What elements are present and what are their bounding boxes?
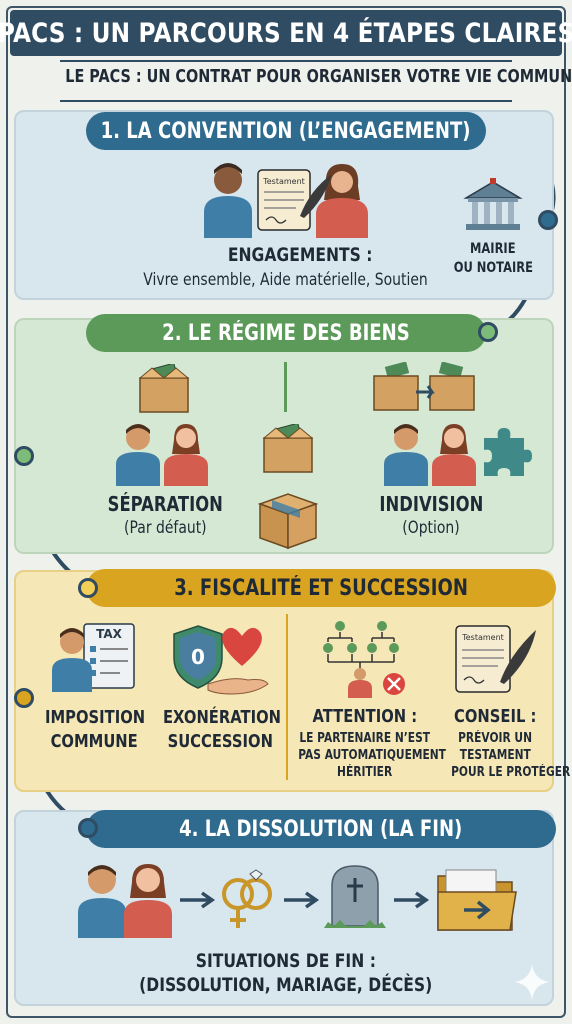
separation-note: (Par défaut) [90,518,240,538]
money-box-icon-center [262,424,314,473]
testament-label: Testament [461,633,504,642]
conseil-line2: TESTAMENT [459,748,531,763]
fin-list-text: (DISSOLUTION, MARIAGE, DÉCÈS) [139,974,433,996]
timeline-dot-3 [14,446,34,466]
step4-heading: 4. LA DISSOLUTION (LA FIN) [86,810,556,848]
step4-heading-text: 4. LA DISSOLUTION (LA FIN) [179,816,463,842]
timeline-dot-1 [538,210,558,230]
couple-signing-icon: Testament [204,163,368,238]
attention-line1: LE PARTENAIRE N’EST [299,731,431,746]
step3-heading: 3. FISCALITÉ ET SUCCESSION [86,569,556,607]
imposition-line2: COMMUNE [50,731,138,752]
testament-scroll-icon: Testament [455,625,536,693]
timeline-dot-2 [478,322,498,342]
couple-icon-dissolution [78,864,172,938]
shield-label: 0 [191,645,205,669]
family-tree-icon [323,621,405,698]
town-hall-icon [463,178,523,230]
page-frame [6,6,566,1018]
transfer-boxes-icon [373,362,475,411]
couple-icon-separation [116,424,208,486]
tax-form-label: TAX [96,627,123,641]
couple-icon-indivision [384,424,476,486]
separation-note-text: (Par défaut) [123,518,207,538]
subtitle-text: LE PACS : UN CONTRAT POUR ORGANISER VOTR… [65,66,572,87]
step1-heading: 1. LA CONVENTION (L’ENGAGEMENT) [86,112,486,150]
imposition-line1: IMPOSITION [44,707,146,728]
indivision-note: (Option) [356,518,506,538]
fin-list: (DISSOLUTION, MARIAGE, DÉCÈS) [60,974,512,996]
exoneration-line1: EXONÉRATION [162,707,281,728]
step2-heading-text: 2. LE RÉGIME DES BIENS [162,320,410,346]
fin-title: SITUATIONS DE FIN : [100,950,472,972]
step2-heading: 2. LE RÉGIME DES BIENS [86,314,486,352]
archive-folder-icon [437,869,517,931]
money-box-icon [138,364,190,413]
imposition-label: IMPOSITION COMMUNE [34,706,154,754]
section3-divider [286,614,288,780]
timeline-dot-6 [78,818,98,838]
wedding-rings-icon [222,869,272,928]
page-subtitle: LE PACS : UN CONTRAT POUR ORGANISER VOTR… [0,66,572,87]
timeline-dot-4 [78,578,98,598]
separation-title-text: SÉPARATION [107,492,223,516]
arrow-icon-2 [284,891,320,909]
step3-heading-text: 3. FISCALITÉ ET SUCCESSION [174,575,468,601]
page-title: PACS : UN PARCOURS EN 4 ÉTAPES CLAIRES [0,17,572,49]
shield-heart-icon: 0 [173,625,269,695]
title-banner: PACS : UN PARCOURS EN 4 ÉTAPES CLAIRES [0,10,572,56]
sealed-box-icon [257,493,319,550]
conseil-title: CONSEIL : [440,706,550,727]
fin-title-text: SITUATIONS DE FIN : [195,950,377,972]
engagements-title-text: ENGAGEMENTS : [227,244,373,266]
indivision-title-text: INDIVISION [379,492,483,516]
indivision-note-text: (Option) [402,518,460,538]
attention-title-text: ATTENTION : [312,706,418,727]
section2-divider [284,362,287,412]
subtitle-rule-bottom [60,100,512,102]
tax-form-icon: TAX [52,623,135,692]
separation-title: SÉPARATION [90,492,240,516]
conseil-line1: PRÉVOIR UN [458,731,532,746]
subtitle-rule-top [60,60,512,62]
engagements-title: ENGAGEMENTS : [180,244,420,266]
sparkle-icon [514,964,550,1000]
puzzle-piece-icon [484,428,532,476]
exoneration-label: EXONÉRATION SUCCESSION [150,706,290,754]
conseil-title-text: CONSEIL : [453,706,537,727]
arrow-icon-1 [180,891,216,909]
mairie-line1: MAIRIE [470,241,516,257]
tombstone-icon [324,865,386,928]
attention-title: ATTENTION : [292,706,438,727]
conseil-line3: POUR LE PROTÉGER [451,765,571,780]
exoneration-line2: SUCCESSION [167,731,273,752]
document-label: Testament [262,177,305,186]
conseil-text: PRÉVOIR UN TESTAMENT POUR LE PROTÉGER [438,730,570,781]
indivision-title: INDIVISION [356,492,506,516]
step1-heading-text: 1. LA CONVENTION (L’ENGAGEMENT) [101,118,471,144]
timeline-dot-5 [14,688,34,708]
engagements-list-text: Vivre ensemble, Aide matérielle, Soutien [142,270,428,290]
arrow-icon-3 [394,891,430,909]
attention-text: LE PARTENAIRE N’EST PAS AUTOMATIQUEMENT … [282,730,448,781]
engagements-list: Vivre ensemble, Aide matérielle, Soutien [100,270,470,290]
mairie-label: MAIRIE OU NOTAIRE [440,240,546,278]
mairie-line2: OU NOTAIRE [453,260,533,276]
attention-line3: HÉRITIER [337,765,393,780]
attention-line2: PAS AUTOMATIQUEMENT [298,748,446,763]
